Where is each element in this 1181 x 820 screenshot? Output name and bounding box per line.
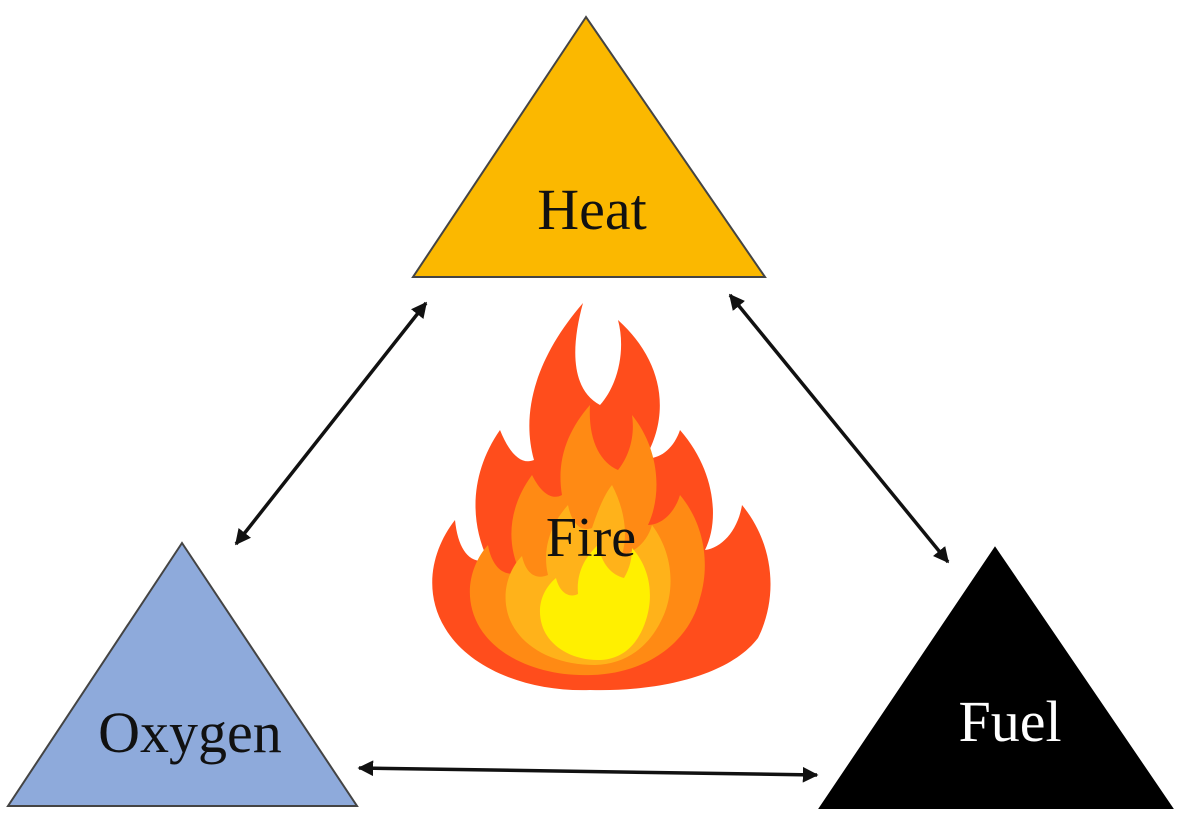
oxygen-triangle: [6, 541, 359, 807]
fire-label: Fire: [546, 507, 636, 569]
flame-icon: [432, 303, 771, 691]
heat-label: Heat: [537, 177, 647, 242]
fuel-node: Fuel: [818, 546, 1174, 809]
flame-core-layer: [539, 545, 650, 660]
heat-fuel-arrow: [728, 293, 950, 564]
oxygen-node: Oxygen: [6, 541, 359, 807]
oxygen-label: Oxygen: [98, 700, 282, 765]
oxygen-fuel-arrow: [357, 760, 819, 783]
heat-triangle: [411, 15, 767, 278]
fuel-triangle: [818, 546, 1174, 809]
heat-node: Heat: [411, 15, 767, 278]
heat-oxygen-arrow: [234, 301, 428, 546]
fuel-label: Fuel: [958, 689, 1061, 754]
